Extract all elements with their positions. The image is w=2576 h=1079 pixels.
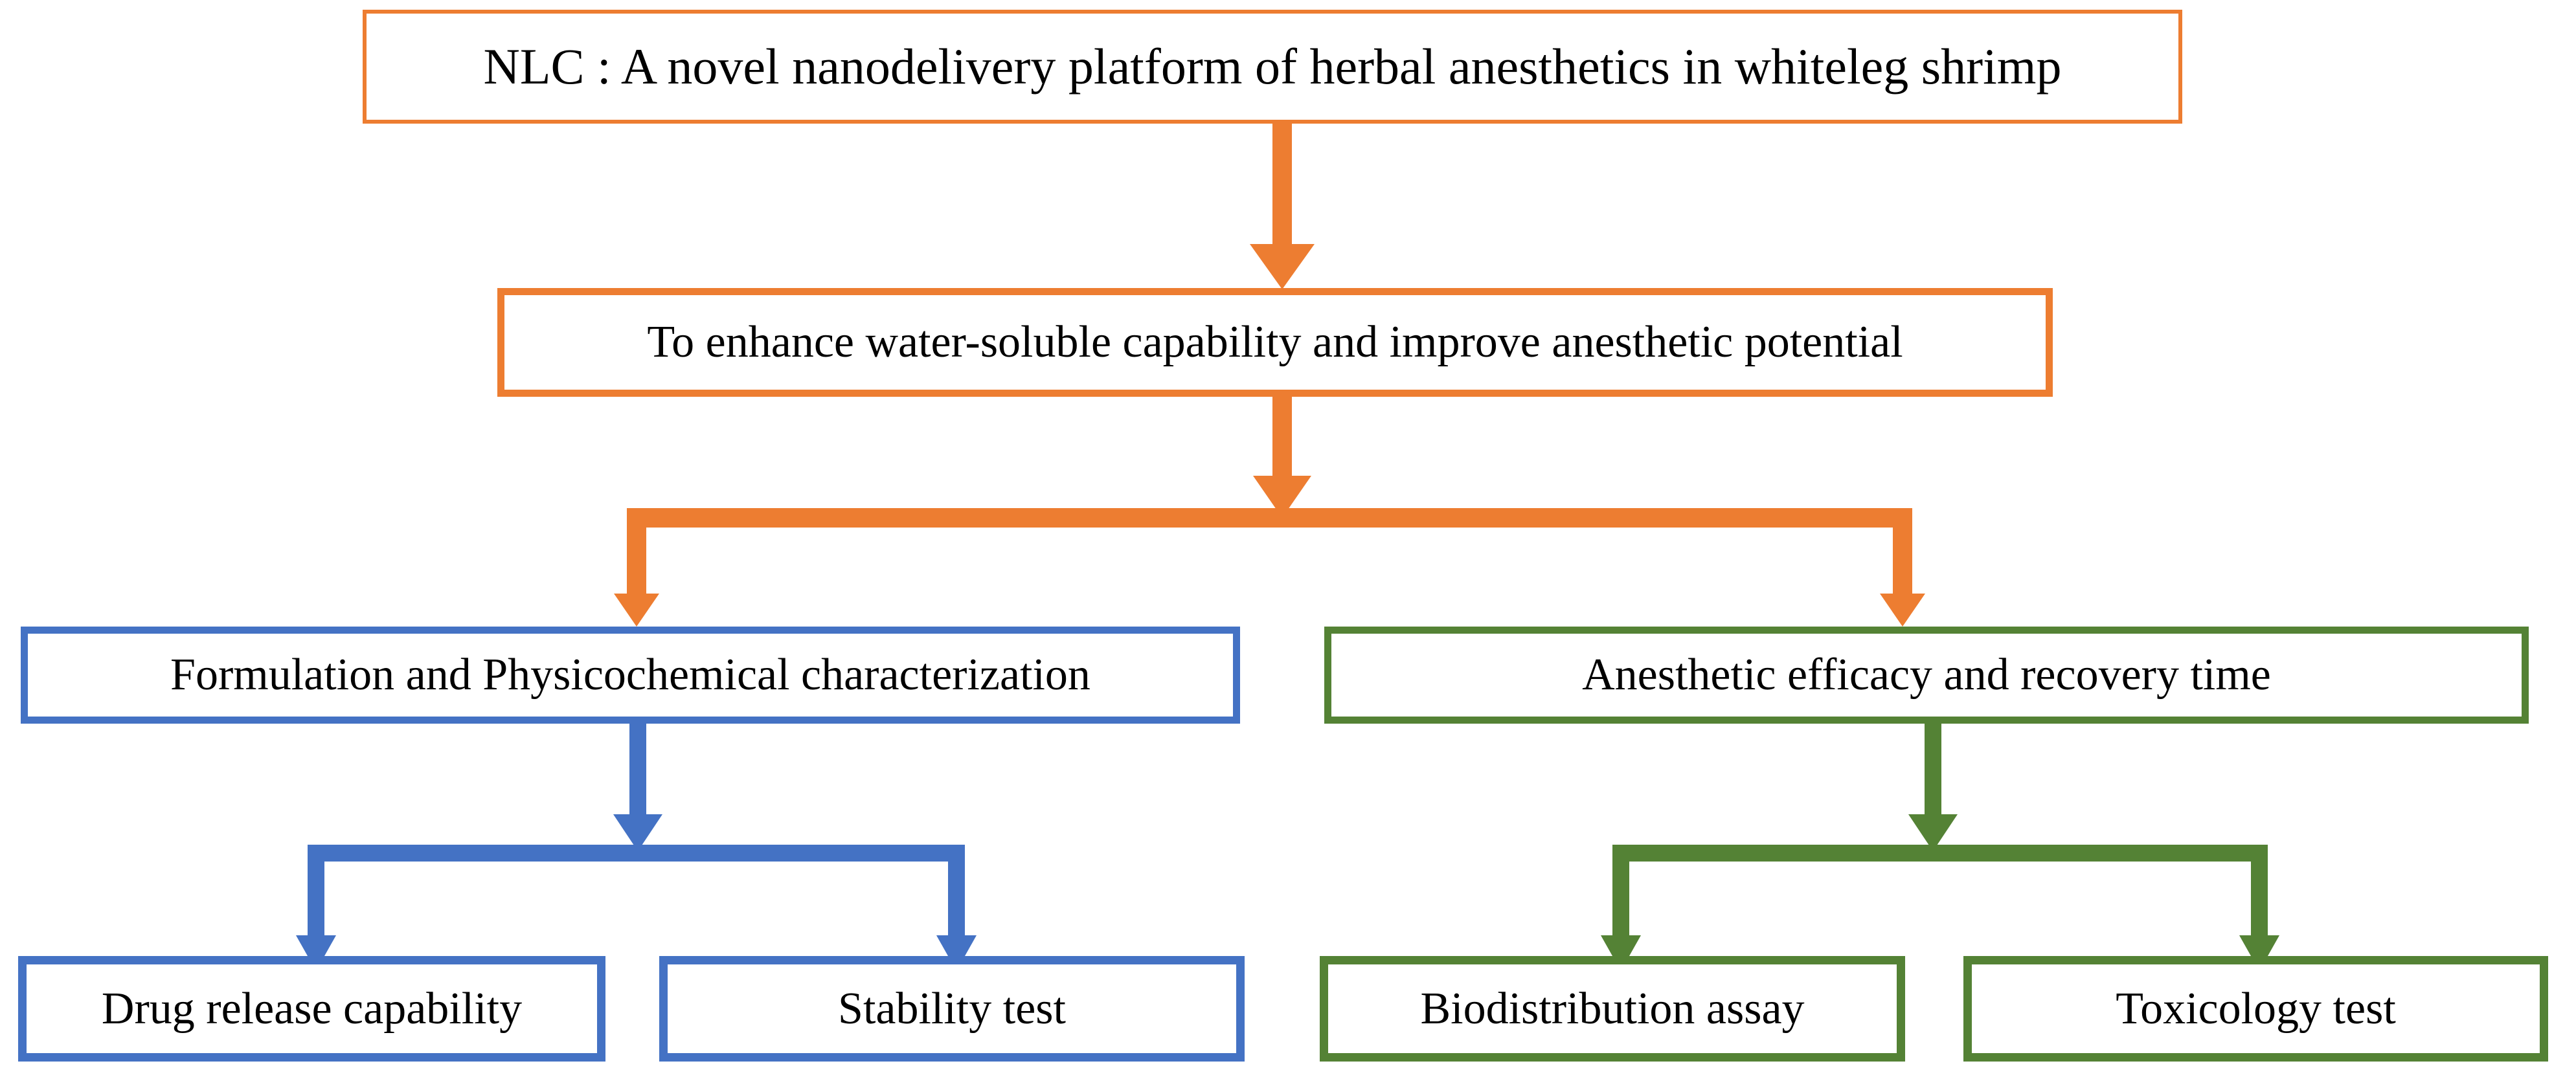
node-objective-label: To enhance water-soluble capability and … <box>647 317 1903 368</box>
node-efficacy: Anesthetic efficacy and recovery time <box>1324 627 2529 724</box>
edge-title-to-objective <box>1250 124 1315 289</box>
edge-formulation-split <box>296 724 977 971</box>
node-stability-label: Stability test <box>838 983 1066 1034</box>
node-biodistribution-label: Biodistribution assay <box>1420 983 1805 1034</box>
node-efficacy-label: Anesthetic efficacy and recovery time <box>1582 650 2271 700</box>
node-drug-release: Drug release capability <box>18 956 605 1062</box>
node-toxicology-label: Toxicology test <box>2116 983 2396 1034</box>
node-toxicology: Toxicology test <box>1963 956 2548 1062</box>
edge-objective-split <box>614 397 1925 627</box>
edge-efficacy-split <box>1601 724 2279 971</box>
node-formulation: Formulation and Physicochemical characte… <box>21 627 1240 724</box>
node-biodistribution: Biodistribution assay <box>1320 956 1905 1062</box>
node-objective: To enhance water-soluble capability and … <box>497 288 2053 397</box>
node-drug-release-label: Drug release capability <box>101 983 523 1034</box>
node-title-label: NLC : A novel nanodelivery platform of h… <box>483 38 2062 95</box>
node-stability: Stability test <box>659 956 1245 1062</box>
node-title: NLC : A novel nanodelivery platform of h… <box>363 10 2182 124</box>
node-formulation-label: Formulation and Physicochemical characte… <box>170 650 1090 700</box>
